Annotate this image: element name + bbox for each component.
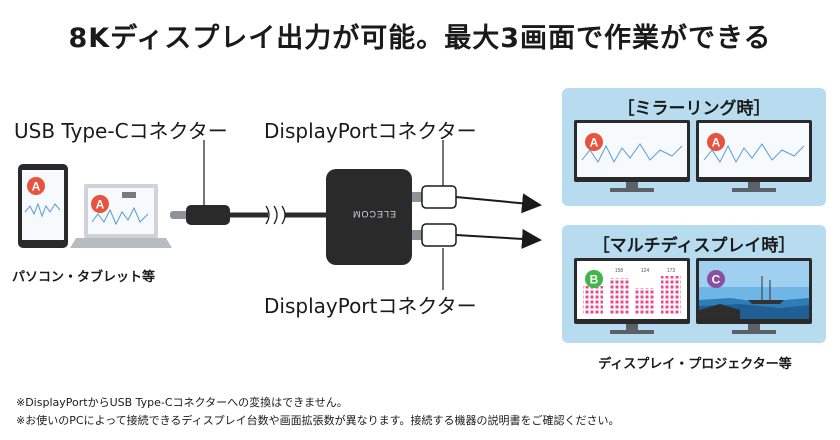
badge-b — [585, 270, 603, 288]
multi-monitor-photo: C — [696, 258, 812, 334]
badge-c-letter: C — [712, 273, 721, 287]
footnote-2: ※お使いのPCによって接続できるディスプレイ台数や画面拡張数が異なります。接続す… — [16, 414, 620, 427]
multi-monitor-bar-chart: 158 124 173 B — [574, 258, 690, 334]
displayport-connector-label-bottom: DisplayPortコネクター — [264, 294, 477, 318]
bar-label-2: 124 — [641, 268, 650, 274]
source-device-label: パソコン・タブレット等 — [12, 270, 156, 285]
badge-a-laptop-letter: A — [96, 198, 105, 212]
displayport-connector-label-top: DisplayPortコネクター — [264, 119, 477, 143]
usb-c-connector-label: USB Type-Cコネクター — [14, 119, 228, 143]
badge-a-mirror-2 — [707, 133, 725, 151]
mirror-monitor-1: A — [574, 120, 690, 192]
bar-label-3: 173 — [667, 268, 676, 274]
headline: 8Kディスプレイ出力が可能。最大3画面で作業ができる — [68, 23, 772, 54]
multi-display-panel-title: ［マルチディスプレイ時］ — [592, 236, 796, 256]
usb-c-cable — [170, 205, 330, 225]
mirror-monitor-2: A — [696, 120, 812, 192]
bar-label-1: 158 — [615, 268, 624, 274]
adapter-body: ELECOM — [326, 169, 412, 265]
badge-a-mirror-1 — [585, 133, 603, 151]
badge-a-tablet — [27, 177, 45, 195]
mirroring-panel-title: ［ミラーリング時］ — [617, 99, 771, 119]
badge-b-letter: B — [590, 273, 599, 287]
adapter-brand: ELECOM — [352, 209, 396, 219]
badge-a-laptop — [91, 195, 109, 213]
displayport-plug-top — [412, 185, 542, 214]
footnote-1: ※DisplayPortからUSB Type-Cコネクターへの変換はできません。 — [16, 396, 348, 409]
displayport-plug-bottom — [412, 223, 542, 249]
laptop-device: A — [70, 184, 172, 248]
tablet-device: A — [18, 164, 68, 248]
badge-c — [707, 270, 725, 288]
badge-a-mirror-2-letter: A — [712, 136, 721, 150]
badge-a-mirror-1-letter: A — [590, 136, 599, 150]
badge-a-tablet-letter: A — [32, 180, 41, 194]
destination-device-label: ディスプレイ・プロジェクター等 — [598, 357, 792, 372]
